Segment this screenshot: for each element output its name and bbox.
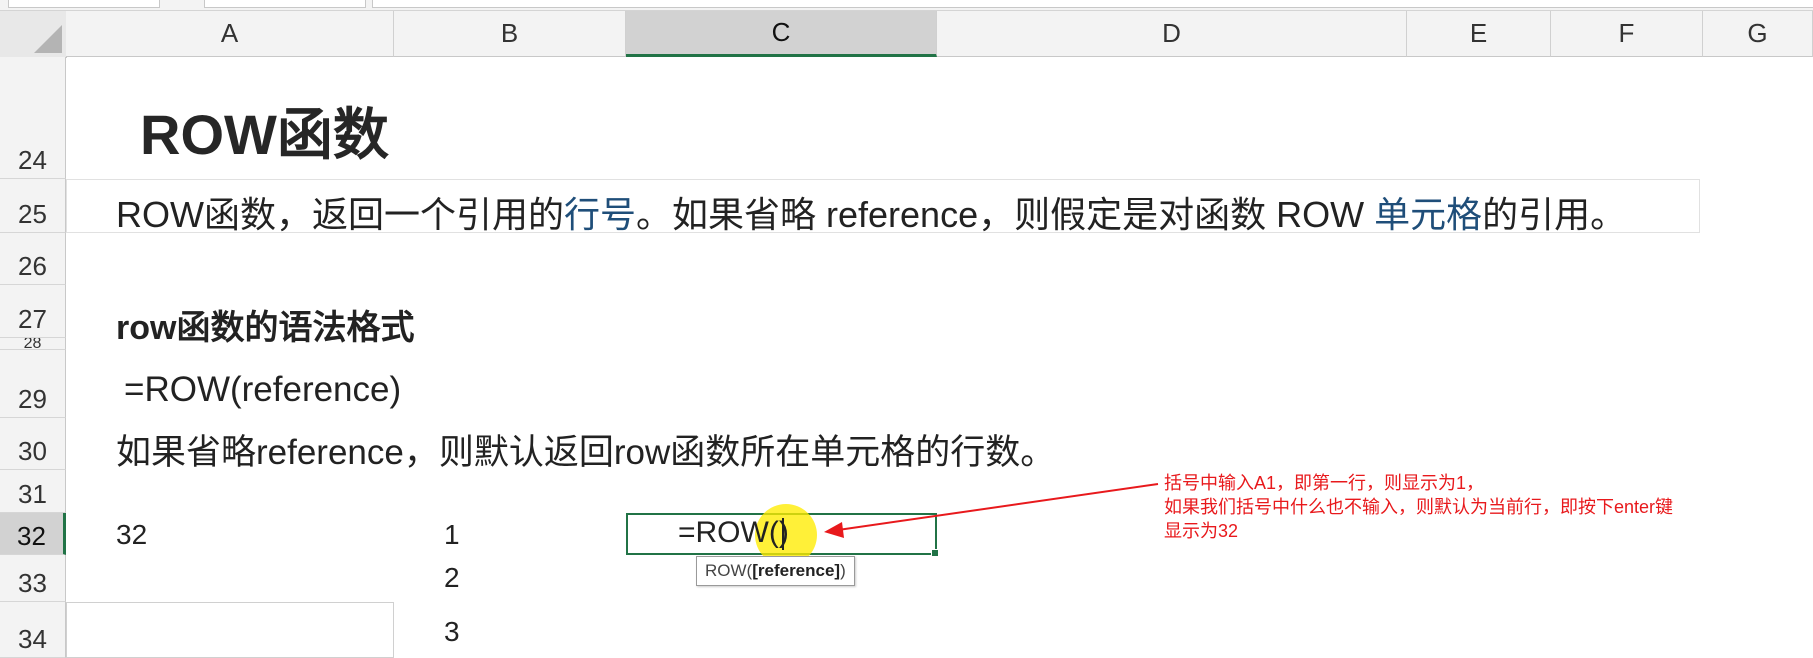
column-header-b[interactable]: B	[394, 11, 626, 57]
column-header-f[interactable]: F	[1551, 11, 1703, 57]
annotation-line-2: 如果我们括号中什么也不输入，则默认为当前行，即按下enter键	[1164, 497, 1674, 517]
description-part-1: ROW函数，返回一个引用的	[116, 194, 564, 235]
row-number-link[interactable]: 行号	[563, 194, 636, 235]
function-tooltip[interactable]: ROW([reference])	[696, 556, 855, 586]
cell-c32-formula[interactable]: =ROW()	[678, 516, 789, 549]
column-header-d[interactable]: D	[937, 11, 1407, 57]
tooltip-argument[interactable]: [reference]	[752, 561, 841, 580]
row-header-30[interactable]: 30	[0, 418, 66, 470]
title-cell[interactable]: ROW函数	[140, 103, 389, 166]
annotation-note: 括号中输入A1，即第一行，则显示为1， 如果我们括号中什么也不输入，则默认为当前…	[1164, 471, 1673, 543]
row-header-33[interactable]: 33	[0, 555, 66, 602]
select-all-triangle-icon	[34, 25, 62, 53]
formula-bar-edge	[0, 0, 1813, 11]
row-header-26[interactable]: 26	[0, 233, 66, 285]
row-header-31[interactable]: 31	[0, 470, 66, 513]
tooltip-function-name: ROW(	[705, 561, 753, 580]
annotation-line-3: 显示为32	[1164, 521, 1239, 541]
cell-b34[interactable]: 3	[444, 616, 460, 647]
cell-b33[interactable]: 2	[444, 562, 460, 593]
column-header-g[interactable]: G	[1703, 11, 1813, 57]
cell-a34[interactable]	[66, 602, 394, 658]
column-header-e[interactable]: E	[1407, 11, 1551, 57]
cell-link[interactable]: 单元格	[1374, 194, 1483, 235]
row-header-34[interactable]: 34	[0, 602, 66, 658]
cell-b32[interactable]: 1	[444, 519, 460, 550]
name-box[interactable]	[8, 0, 160, 8]
column-header-c[interactable]: C	[626, 11, 937, 57]
description-text: ROW函数，返回一个引用的行号。如果省略 reference，则假定是对函数 R…	[116, 186, 1626, 238]
formula-input[interactable]	[372, 0, 1813, 8]
column-header-a[interactable]: A	[66, 11, 394, 57]
description-part-2: 。如果省略 reference，则假定是对函数 ROW	[636, 194, 1375, 235]
description-part-3: 的引用。	[1482, 194, 1627, 235]
formula-buttons[interactable]	[204, 0, 366, 8]
select-all-button[interactable]	[0, 11, 67, 58]
row-header-32[interactable]: 32	[0, 513, 66, 555]
row-header-24[interactable]: 24	[0, 57, 66, 179]
syntax-formula[interactable]: =ROW(reference)	[124, 370, 402, 409]
cursor-highlight	[755, 504, 817, 566]
syntax-heading[interactable]: row函数的语法格式	[116, 309, 415, 347]
row-header-25[interactable]: 25	[0, 179, 66, 233]
text-caret	[782, 518, 784, 550]
row-header-28[interactable]: 28	[0, 338, 66, 350]
fill-handle[interactable]	[931, 549, 939, 557]
cell-a32[interactable]: 32	[116, 519, 148, 550]
description-merged-cell[interactable]	[66, 179, 1700, 233]
row-header-27[interactable]: 27	[0, 285, 66, 338]
row-header-29[interactable]: 29	[0, 350, 66, 418]
tooltip-close-paren: )	[840, 561, 846, 580]
annotation-line-1: 括号中输入A1，即第一行，则显示为1，	[1164, 473, 1485, 493]
omit-note[interactable]: 如果省略reference，则默认返回row函数所在单元格的行数。	[116, 433, 1056, 472]
